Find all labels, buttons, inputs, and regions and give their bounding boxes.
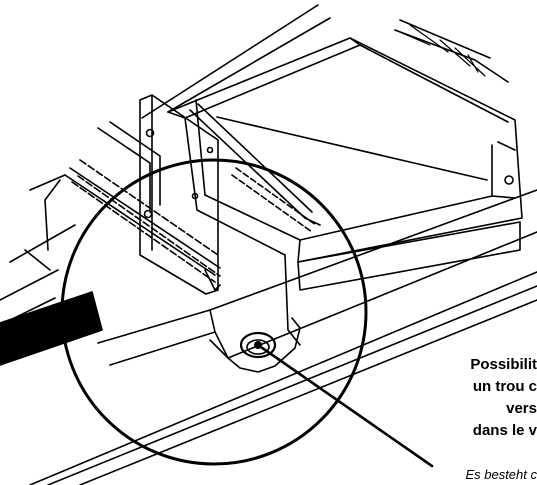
cabinet-base [0,174,537,485]
caption-line-german: Es besteht c [465,467,537,482]
caption-line-4: dans le v [472,422,537,439]
caption-line-2: un trou c [472,378,537,395]
drawer-box [141,4,523,346]
caption-line-3: vers [506,400,537,417]
drawer-slide [44,121,221,291]
cable-hole [239,331,277,359]
caption-line-1: Possibilit [470,356,537,373]
detail-circle [60,158,368,466]
leader-line [256,343,434,468]
leader-dot [254,341,262,349]
pointer-arrow [0,291,103,366]
